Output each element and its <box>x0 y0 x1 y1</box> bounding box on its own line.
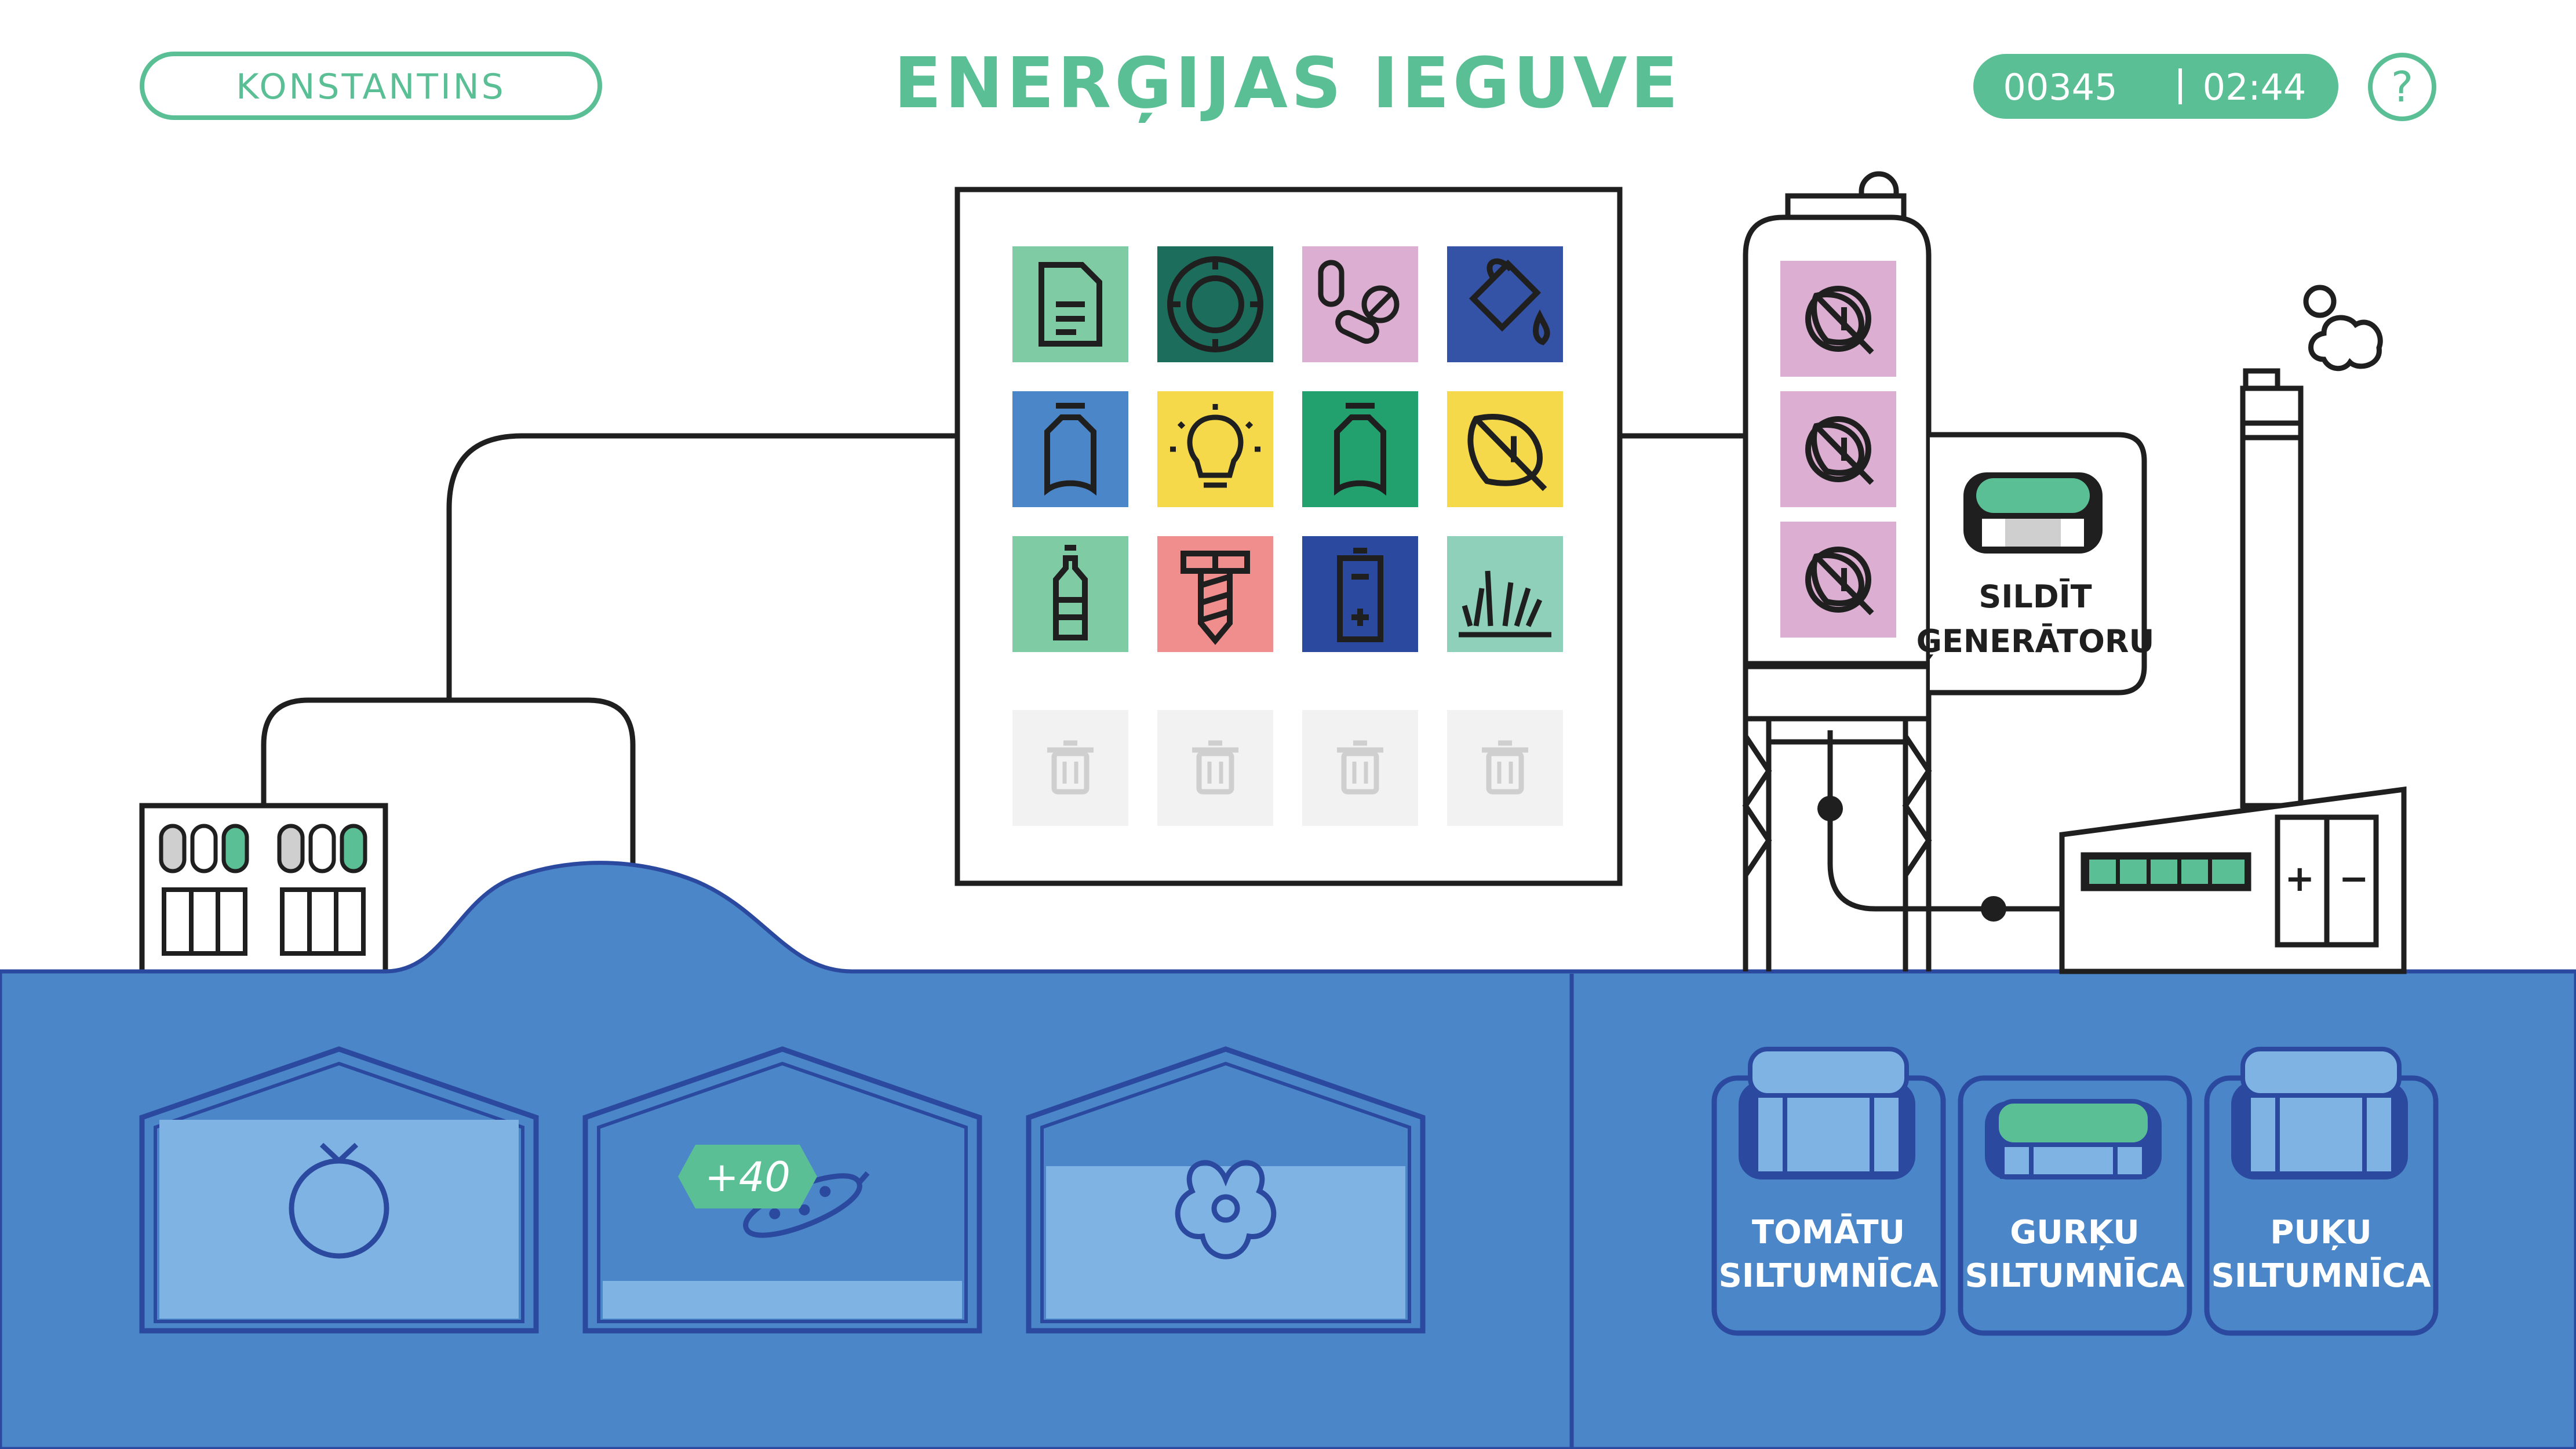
bottle-icon <box>1044 403 1096 496</box>
heater-icon <box>1739 1047 1915 1179</box>
heater-icon <box>1985 1099 2162 1179</box>
page-title: ENERĢIJAS IEGUVE <box>894 43 1681 124</box>
score-badge-value: +40 <box>705 1153 790 1201</box>
control-building <box>139 803 388 988</box>
tomato-button-label-line1: TOMĀTU <box>1752 1214 1905 1251</box>
screw-icon <box>1180 551 1250 645</box>
battery-icon <box>1337 548 1383 642</box>
waste-item-document[interactable] <box>1012 246 1128 362</box>
generator-queue-slot[interactable] <box>1780 391 1896 507</box>
trash-slot[interactable] <box>1302 710 1418 826</box>
flower-button-label-line1: PUĶU <box>2270 1214 2371 1251</box>
waste-item-blue-bottle[interactable] <box>1012 391 1128 507</box>
greenhouse-fill-level <box>159 1120 519 1319</box>
lightbulb-icon <box>1170 404 1260 488</box>
leaf-icon <box>1808 549 1872 613</box>
leaf-icon <box>1808 289 1872 352</box>
trash-slot[interactable] <box>1157 710 1273 826</box>
waste-item-battery[interactable] <box>1302 536 1418 652</box>
cucumber-button-label-line1: GURĶU <box>2010 1214 2139 1251</box>
cucumber-greenhouse-button[interactable]: GURĶU SILTUMNĪCA <box>1958 1075 2192 1336</box>
waste-item-tire[interactable] <box>1157 246 1273 362</box>
battery-gauge <box>2089 860 2245 884</box>
waste-item-leaf[interactable] <box>1447 391 1563 507</box>
greenhouse-fill-level <box>603 1281 962 1319</box>
waste-item-screw[interactable] <box>1157 536 1273 652</box>
battery-signs: + − <box>2284 857 2369 900</box>
waste-item-green-bottle[interactable] <box>1302 391 1418 507</box>
score-badge: +40 <box>678 1145 817 1208</box>
generator-queue-slot[interactable] <box>1780 261 1896 377</box>
tire-icon <box>1167 256 1263 352</box>
bottle-icon <box>1334 403 1386 496</box>
grass-icon <box>1459 570 1551 638</box>
pipe-junction <box>1817 796 1843 821</box>
pipe-junction <box>1981 896 2006 922</box>
player-name-box[interactable]: KONSTANTINS <box>140 52 602 120</box>
cucumber-button-label-line2: SILTUMNĪCA <box>1965 1257 2185 1295</box>
generator-queue-slot[interactable] <box>1780 522 1896 638</box>
waste-item-small-bottle[interactable] <box>1012 536 1128 652</box>
timer-value: 02:44 <box>2203 66 2307 108</box>
score-value: 00345 <box>2003 66 2117 108</box>
heat-generator-button[interactable]: SILDĪT ĢENERĀTORU <box>1916 432 2155 696</box>
tomato-button-label-line2: SILTUMNĪCA <box>1718 1257 1939 1295</box>
waste-item-grass[interactable] <box>1447 536 1563 652</box>
greenhouse-fill-level <box>1046 1166 1405 1319</box>
score-timer-pill: 00345 02:44 <box>1973 54 2338 119</box>
waste-item-lightbulb[interactable] <box>1157 391 1273 507</box>
tomato-greenhouse-button[interactable]: TOMĀTU SILTUMNĪCA <box>1711 1047 1946 1336</box>
leaf-icon <box>1808 419 1872 483</box>
heater-icon <box>2231 1047 2408 1179</box>
greenhouse-flower[interactable] <box>1026 1046 1426 1334</box>
help-icon: ? <box>2391 63 2413 111</box>
heat-generator-label-line2: ĢENERĀTORU <box>1916 623 2155 660</box>
pills-icon <box>1318 260 1400 344</box>
waste-item-paint[interactable] <box>1447 246 1563 362</box>
generator-heater-icon <box>1963 472 2103 554</box>
leaf-icon <box>1467 414 1547 492</box>
small-bottle-icon <box>1053 545 1088 640</box>
trash-slot[interactable] <box>1447 710 1563 826</box>
flower-greenhouse-button[interactable]: PUĶU SILTUMNĪCA <box>2204 1047 2439 1336</box>
help-button[interactable]: ? <box>2368 53 2436 121</box>
flower-icon <box>1175 1160 1277 1259</box>
heat-generator-label-line1: SILDĪT <box>1979 578 2092 615</box>
waste-item-pills[interactable] <box>1302 246 1418 362</box>
greenhouse-tomato[interactable] <box>139 1046 539 1334</box>
flower-button-label-line2: SILTUMNĪCA <box>2211 1257 2431 1295</box>
greenhouse-cucumber[interactable]: +40 <box>582 1046 982 1334</box>
trash-slot[interactable] <box>1012 710 1128 826</box>
paint-bucket-icon <box>1469 258 1550 345</box>
tomato-icon <box>289 1142 389 1259</box>
player-name: KONSTANTINS <box>236 67 506 107</box>
document-icon <box>1039 262 1102 347</box>
